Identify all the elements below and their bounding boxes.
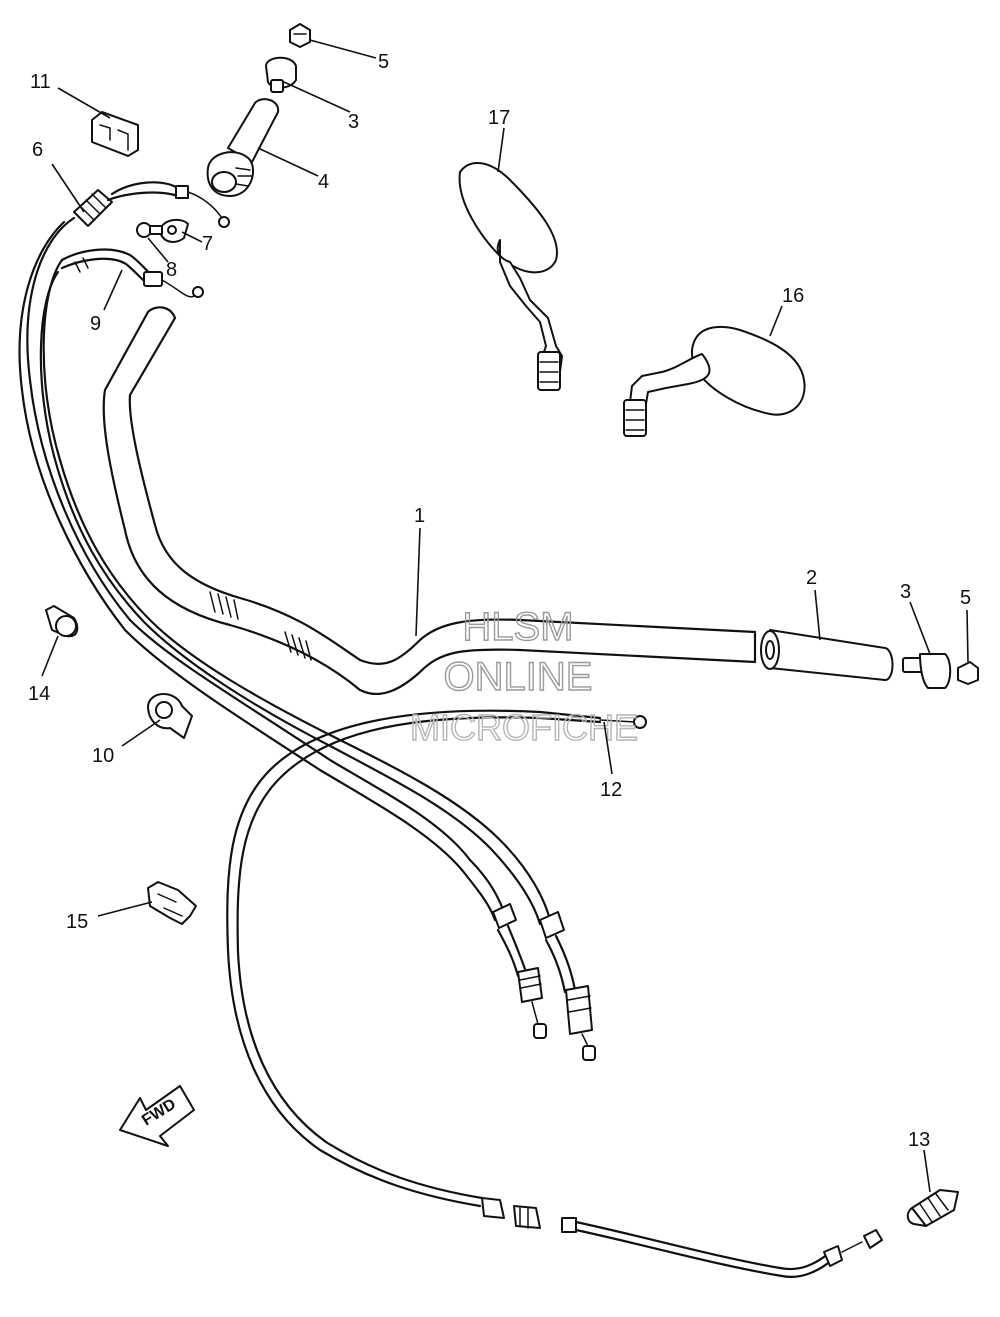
callout-10: 10 bbox=[92, 745, 114, 767]
watermark: HLSM ONLINE MICROFICHE bbox=[409, 604, 638, 748]
throttle-cable-9[interactable] bbox=[39, 248, 596, 1061]
mirror-left[interactable] bbox=[458, 161, 563, 391]
screw-top[interactable] bbox=[289, 23, 311, 48]
cable-12[interactable] bbox=[226, 709, 883, 1278]
callout-17: 17 bbox=[488, 107, 510, 129]
clamp-14[interactable] bbox=[45, 605, 79, 638]
throttle-cable-6[interactable] bbox=[18, 181, 547, 1039]
mirror-right[interactable] bbox=[623, 325, 806, 437]
right-grip[interactable] bbox=[760, 629, 894, 681]
clamp-15[interactable] bbox=[147, 881, 197, 925]
cable-holder-7[interactable] bbox=[159, 218, 189, 243]
watermark-line-1: HLSM bbox=[462, 605, 573, 649]
watermark-line-2: ONLINE bbox=[444, 655, 593, 699]
callout-2: 2 bbox=[806, 567, 817, 589]
callout-16: 16 bbox=[782, 285, 804, 307]
screw-right[interactable] bbox=[957, 661, 979, 685]
callout-8: 8 bbox=[166, 259, 177, 281]
callout-5-top: 5 bbox=[378, 51, 389, 73]
callout-4: 4 bbox=[318, 171, 329, 193]
clamp-10[interactable] bbox=[147, 693, 193, 739]
callout-11: 11 bbox=[30, 71, 51, 93]
throttle-grip[interactable] bbox=[206, 98, 280, 197]
screw-8[interactable] bbox=[136, 222, 163, 238]
grip-end-top[interactable] bbox=[265, 56, 297, 93]
callouts: 1 2 3 5 3 4 5 11 6 7 8 9 14 10 12 15 13 … bbox=[28, 51, 971, 1151]
callout-7: 7 bbox=[202, 233, 213, 255]
callout-5-right: 5 bbox=[960, 587, 971, 609]
callout-9: 9 bbox=[90, 313, 101, 335]
cable-guide-11[interactable] bbox=[91, 111, 139, 157]
callout-3-top: 3 bbox=[348, 111, 359, 133]
fwd-arrow: FWD bbox=[119, 1085, 195, 1147]
callout-3-right: 3 bbox=[900, 581, 911, 603]
callout-15: 15 bbox=[66, 911, 88, 933]
callout-13: 13 bbox=[908, 1129, 930, 1151]
watermark-line-3: MICROFICHE bbox=[410, 707, 638, 748]
leader-lines bbox=[41, 39, 969, 1193]
cable-adjuster-13[interactable] bbox=[906, 1189, 959, 1227]
callout-12: 12 bbox=[600, 779, 622, 801]
grip-end-right[interactable] bbox=[902, 653, 952, 689]
handlebar[interactable] bbox=[102, 306, 757, 695]
callout-1: 1 bbox=[414, 505, 425, 527]
callout-6: 6 bbox=[32, 139, 43, 161]
callout-14: 14 bbox=[28, 683, 50, 705]
